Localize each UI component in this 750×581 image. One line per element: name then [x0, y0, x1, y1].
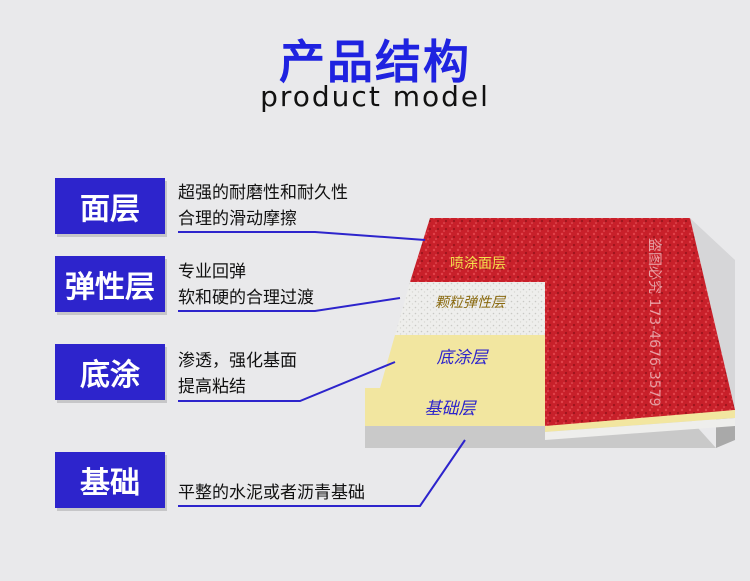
- primer-layer-label: 底涂层: [437, 348, 490, 368]
- label-surface-layer: 面层: [55, 178, 165, 234]
- desc-line: 超强的耐磨性和耐久性: [178, 183, 348, 203]
- leader-line-base: [178, 439, 466, 507]
- elastic-layer: [395, 282, 545, 335]
- leader-line-elastic: [178, 297, 401, 312]
- primer-layer: [365, 388, 545, 426]
- leader-line-surface: [178, 231, 426, 241]
- desc-surface-layer: 超强的耐磨性和耐久性 合理的滑动摩擦: [178, 180, 348, 232]
- watermark: 盗图必究 173-4676-3579: [646, 238, 662, 407]
- label-base-layer: 基础: [55, 452, 165, 508]
- top-layer-label: 喷涂面层: [450, 256, 506, 272]
- page-subtitle: product model: [260, 80, 490, 113]
- desc-line: 提高粘结: [178, 377, 246, 397]
- base-layer-label: 基础层: [425, 399, 478, 419]
- page-title: 产品结构: [279, 35, 471, 89]
- desc-line: 合理的滑动摩擦: [178, 209, 297, 229]
- desc-line: 专业回弹: [178, 262, 246, 282]
- label-elastic-layer: 弹性层: [55, 256, 165, 312]
- label-primer-layer: 底涂: [55, 344, 165, 400]
- leader-line-primer: [178, 361, 396, 402]
- desc-line: 平整的水泥或者沥青基础: [178, 483, 365, 503]
- desc-line: 软和硬的合理过渡: [178, 288, 314, 308]
- desc-base-layer: 平整的水泥或者沥青基础: [178, 480, 365, 506]
- red-top-layer: [410, 218, 735, 430]
- desc-elastic-layer: 专业回弹 软和硬的合理过渡: [178, 259, 314, 311]
- desc-primer-layer: 渗透，强化基面 提高粘结: [178, 348, 297, 400]
- desc-line: 渗透，强化基面: [178, 351, 297, 371]
- elastic-layer-label: 颗粒弹性层: [435, 295, 507, 311]
